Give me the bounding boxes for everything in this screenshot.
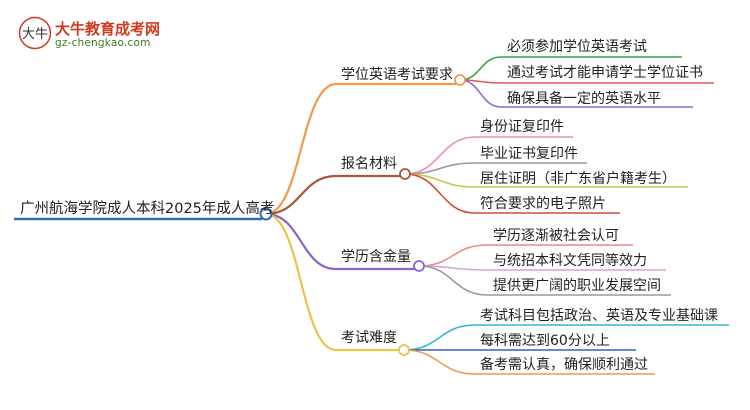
leaf-label: 必须参加学位英语考试 xyxy=(507,39,647,55)
leaf-connector xyxy=(403,324,476,351)
leaf-label: 与统招本科文凭同等效力 xyxy=(493,253,647,269)
leaf-label: 毕业证书复印件 xyxy=(480,146,578,162)
leaf-connector xyxy=(459,56,502,81)
leaf-label: 每科需达到60分以上 xyxy=(480,333,610,349)
leaf-label: 考试科目包括政治、英语及专业基础课 xyxy=(480,308,718,324)
leaf-label: 居住证明（非广东省户籍考生） xyxy=(480,171,676,187)
leaf-label: 通过考试才能申请学士学位证书 xyxy=(507,65,703,81)
leaf-connector xyxy=(404,136,476,175)
site-logo[interactable]: 大牛 大牛教育成考网 gz-chengkao.com xyxy=(18,16,208,54)
leaf-connector xyxy=(418,244,488,267)
branch-label-registration-materials: 报名材料 xyxy=(341,156,397,172)
leaf-label: 提供更广阔的职业发展空间 xyxy=(493,278,661,294)
branch-connector xyxy=(265,212,337,352)
branch-node-icon xyxy=(399,168,411,180)
logo-mark-text: 大牛 xyxy=(22,27,48,42)
leaf-label: 符合要求的电子照片 xyxy=(480,196,606,212)
branch-label-degree-english: 学位英语考试要求 xyxy=(341,67,453,83)
logo-title: 大牛教育成考网 xyxy=(55,20,161,38)
root-topic-label: 广州航海学院成人本科2025年成人高考 xyxy=(20,201,275,217)
branch-connector xyxy=(265,174,337,216)
logo-url: gz-chengkao.com xyxy=(55,37,151,49)
branch-node-icon xyxy=(398,344,410,356)
leaf-connector xyxy=(404,173,476,214)
branch-node-icon xyxy=(454,74,466,86)
root-node-icon xyxy=(259,207,273,221)
leaf-label: 学历逐渐被社会认可 xyxy=(493,228,619,244)
leaf-connector xyxy=(459,79,502,108)
branch-connector xyxy=(265,82,337,216)
leaf-connector xyxy=(403,349,476,375)
branch-label-exam-difficulty: 考试难度 xyxy=(341,330,397,346)
logo-mark-icon: 大牛 xyxy=(18,16,52,50)
leaf-label: 确保具备一定的英语水平 xyxy=(507,91,661,107)
leaf-label: 身份证复印件 xyxy=(480,119,564,135)
leaf-label: 备考需认真，确保顺利通过 xyxy=(480,357,648,373)
leaf-connector xyxy=(418,265,488,296)
branch-connector xyxy=(265,212,337,271)
branch-node-icon xyxy=(413,260,425,272)
branch-label-degree-value: 学历含金量 xyxy=(341,249,411,265)
